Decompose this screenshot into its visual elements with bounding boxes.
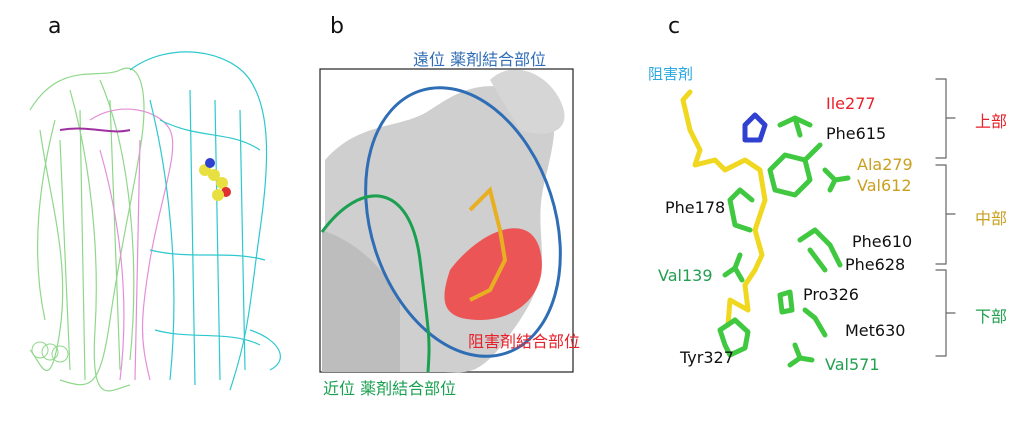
inhibitor-spheres (199, 158, 231, 201)
region-upper-label: 上部 (975, 112, 1008, 131)
residue-label: Val571 (825, 355, 880, 374)
inhibitor-label: 阻害剤 (648, 65, 694, 83)
distal-site-label: 遠位 薬剤結合部位 (413, 50, 547, 69)
residue-label: Phe178 (665, 198, 726, 217)
residue-label: Met630 (845, 321, 906, 340)
region-lower-label: 下部 (975, 307, 1008, 326)
residue-label: Phe628 (845, 255, 906, 274)
panel-letter-a: a (48, 14, 62, 39)
bracket-middle (935, 164, 956, 265)
residue-label: Ala279 (857, 155, 913, 174)
inhibitor-site-label: 阻害剤結合部位 (468, 332, 581, 351)
residue-label: Phe610 (852, 232, 913, 251)
binding-residues-sticks (680, 78, 956, 368)
protein-structure-ribbon (29, 51, 281, 392)
proximal-site-label: 近位 薬剤結合部位 (323, 379, 457, 398)
bracket-lower (935, 269, 956, 357)
residue-label: Phe615 (826, 124, 887, 143)
panel-letter-c: c (668, 14, 681, 39)
panel-letter-b: b (330, 14, 344, 39)
residue-label: Tyr327 (680, 348, 734, 367)
binding-pocket-surface (319, 68, 574, 373)
residue-label: Val612 (857, 176, 912, 195)
residue-label: Ile277 (826, 94, 876, 113)
residue-label: Val139 (658, 266, 713, 285)
bracket-upper (935, 78, 956, 159)
region-middle-label: 中部 (975, 209, 1008, 228)
residue-label: Pro326 (803, 285, 859, 304)
